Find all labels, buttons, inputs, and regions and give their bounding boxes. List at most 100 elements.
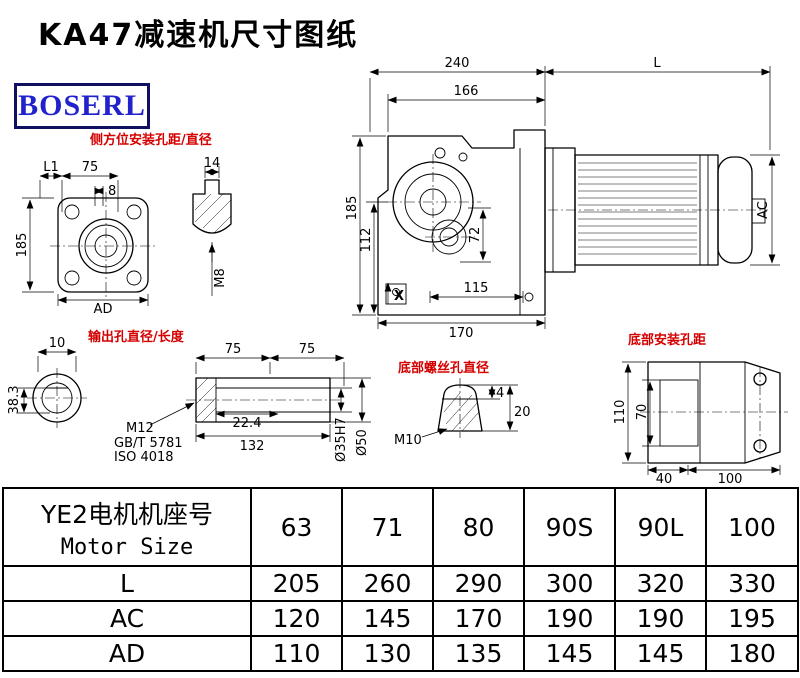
dim-8-label: 8 [108, 184, 116, 199]
dim-20-label: 20 [514, 405, 531, 420]
side-mount-annotation: 侧方位安装孔距/直径 [90, 132, 212, 148]
dim-d50-label: Ø50 [355, 429, 370, 456]
dim-72-label: 72 [468, 227, 483, 244]
dim-20: 20 [482, 385, 531, 432]
dim-40: 40 [647, 465, 689, 487]
dim-d50: Ø50 [330, 377, 371, 456]
dim-AD: AD [57, 294, 149, 317]
dim-L1: L1 [39, 160, 63, 198]
dim-240: 240 [369, 56, 546, 132]
row-AC-value: 170 [432, 600, 525, 637]
row-L-value: 300 [523, 565, 616, 602]
dim-110: 110 [613, 361, 646, 464]
shaft-hatching [194, 193, 232, 233]
bore-hatching [195, 377, 217, 423]
row-AD-value: 180 [705, 635, 799, 672]
dim-22-4-label: 22.4 [233, 416, 262, 431]
bottom-mount-annotation: 底部安装孔距 [628, 332, 706, 348]
mount-hole [126, 270, 142, 286]
gbt-standard-label: GB/T 5781 [114, 436, 183, 451]
plug-hatching [443, 392, 480, 432]
dim-166: 166 [387, 84, 546, 132]
row-AC-label: AC [2, 600, 252, 637]
dim-L: L [544, 56, 771, 150]
shaft-stub [751, 198, 766, 224]
logo-text: BOSERL [18, 89, 146, 122]
header-en: Motor Size [60, 534, 194, 560]
dim-112: 112 [359, 201, 388, 314]
row-L-value: 320 [614, 565, 707, 602]
dim-115: 115 [429, 281, 524, 303]
dim-M10: M10 [394, 428, 448, 448]
output-hole-annotation: 输出孔直径/长度 [88, 329, 185, 345]
row-AC-value: 190 [614, 600, 707, 637]
dim-AC-label: AC [756, 201, 771, 219]
bolt-hole [434, 147, 446, 159]
mount-inner-rect [659, 379, 699, 447]
dim-170: 170 [377, 317, 546, 341]
size-cell-80: 80 [432, 487, 525, 567]
row-AD-value: 135 [432, 635, 525, 672]
table-row-AC: AC 120 145 170 190 190 195 [2, 600, 799, 637]
dim-14: 14 [204, 156, 221, 178]
header-cn: YE2电机机座号 [41, 499, 213, 529]
dim-38-3: 38.3 [7, 386, 50, 414]
row-AC-value: 195 [705, 600, 799, 637]
dim-10-label: 10 [49, 336, 66, 351]
dim-X-label: X [394, 289, 404, 304]
size-cell-90s: 90S [523, 487, 616, 567]
dim-L-label: L [653, 56, 661, 71]
dim-132: 132 [195, 424, 331, 454]
main-view: 240 L 166 185 112 [345, 56, 780, 341]
dim-d35: Ø35H7 [330, 387, 352, 462]
dim-70: 70 [635, 379, 660, 447]
technical-drawing: 240 L 166 185 112 [7, 56, 788, 487]
row-AD-value: 130 [341, 635, 434, 672]
dim-72: 72 [460, 207, 491, 263]
row-AC-value: 145 [341, 600, 434, 637]
corner-hole [392, 288, 400, 296]
motor-size-header-cell: YE2电机机座号 Motor Size [2, 487, 252, 567]
side-view: 侧方位安装孔距/直径 L1 75 8 [15, 132, 232, 317]
dim-132-label: 132 [240, 439, 265, 454]
mount-hole [64, 270, 80, 286]
table-header-row: YE2电机机座号 Motor Size 63 71 80 90S 90L 100 [2, 487, 799, 567]
dim-75-side: 75 [61, 160, 119, 212]
dim-185-side: 185 [15, 197, 54, 293]
row-AC-value: 120 [250, 600, 343, 637]
dim-75a-label: 75 [225, 342, 242, 357]
dim-14-label: 14 [204, 156, 221, 171]
dim-185-side-label: 185 [15, 233, 30, 258]
row-AC-value: 190 [523, 600, 616, 637]
dim-185-main: 185 [345, 135, 386, 316]
dim-185-main-label: 185 [345, 196, 360, 221]
mount-view: 底部安装孔距 110 70 [613, 332, 788, 487]
row-L-value: 260 [341, 565, 434, 602]
dim-100: 100 [687, 465, 781, 487]
screw-view: 底部螺丝孔直径 4 20 M10 [394, 360, 531, 448]
dim-75b: 75 [269, 342, 345, 386]
dim-170-label: 170 [449, 326, 474, 341]
dim-M10-label: M10 [394, 433, 422, 448]
table-row-L: L 205 260 290 300 320 330 [2, 565, 799, 602]
bottom-screw-annotation: 底部螺丝孔直径 [398, 360, 489, 376]
row-L-value: 330 [705, 565, 799, 602]
row-L-label: L [2, 565, 252, 602]
output-view: 输出孔直径/长度 10 38.3 75 [7, 329, 371, 465]
motor-fins [578, 162, 697, 255]
dim-166-label: 166 [454, 84, 479, 99]
dim-100-label: 100 [718, 472, 743, 487]
row-L-value: 290 [432, 565, 525, 602]
dim-70-label: 70 [635, 404, 650, 421]
dim-240-label: 240 [445, 56, 470, 71]
table-row-AD: AD 110 130 135 145 145 180 [2, 635, 799, 672]
corner-hole [524, 292, 534, 302]
size-cell-100: 100 [705, 487, 799, 567]
dim-M12-label: M12 [126, 421, 154, 436]
dim-AC: AC [750, 154, 780, 266]
dim-115-label: 115 [464, 281, 489, 296]
dim-8: 8 [94, 184, 116, 206]
dim-d35-label: Ø35H7 [334, 417, 349, 462]
row-AD-label: AD [2, 635, 252, 672]
dim-L1-label: L1 [43, 160, 59, 175]
